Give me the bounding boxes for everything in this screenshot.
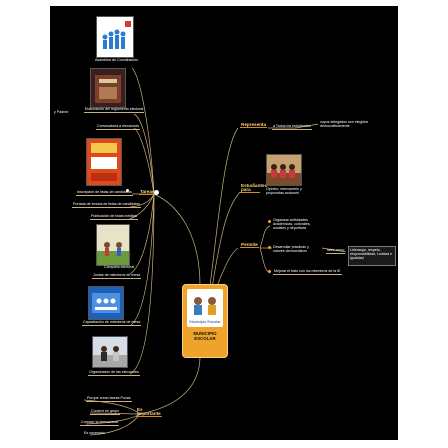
bullet-icon (268, 246, 272, 250)
permite-values: Liderazgo, respeto, responsabilidad, Lea… (350, 248, 392, 261)
tareas-item-8: Campaña electoral (104, 265, 135, 269)
tareas-item-10: Capacitación de miembros de mesa (82, 320, 142, 326)
representa-item-1: a Todos los estudiantes (272, 124, 312, 130)
tareas-item-11: Organización de las elecciones (88, 370, 140, 376)
link-t6 (129, 193, 155, 220)
thumbnail-reglamento (90, 68, 126, 108)
permite-values-box: Liderazgo, respeto, responsabilidad, Lea… (348, 246, 396, 266)
link-e2 (89, 412, 141, 415)
collapse-dot-icon[interactable] (154, 190, 159, 195)
expand-dot-icon[interactable] (126, 189, 129, 192)
thumbnail-campana (96, 224, 130, 266)
central-image-label: Municipio Escolar (189, 319, 221, 324)
link-p4 (321, 247, 347, 253)
link-es-importante (139, 355, 201, 415)
main-node-representa[interactable]: Representa (240, 122, 268, 129)
bullet-icon (268, 220, 272, 224)
link-t8 (129, 193, 155, 327)
thumbnail-capacitacion (88, 286, 124, 320)
permite-item-1: Organizar actividades académicas, cultur… (273, 218, 311, 231)
tareas-item-7: Publicación de listas inéditas (90, 214, 138, 220)
thumbnail-convocatoria (86, 138, 122, 186)
main-node-estudiantes[interactable]: Estudiantes para (240, 183, 268, 194)
importante-item-3: Conocer la democracia (80, 420, 119, 426)
mind-map-canvas: Asamblea de Coordinación Elaboración del… (50, 6, 398, 440)
importante-item-2: Convivir en grupo (90, 409, 121, 415)
bullet-icon (268, 270, 272, 274)
main-node-tareas[interactable]: Tareas (139, 189, 156, 196)
central-title: MUNICIPIO ESCOLAR (193, 331, 217, 341)
estudiantes-caption: Opinión, intercambio y propuestas accion… (266, 187, 302, 196)
link-t2 (133, 113, 155, 195)
permite-sub-label: tales como (326, 248, 346, 254)
central-topic[interactable]: Municipio Escolar MUNICIPIO ESCOLAR (182, 284, 228, 358)
link-estudiantes (211, 191, 241, 289)
tareas-item-5: Inscripción de listas de candidatos (76, 190, 133, 196)
permite-item-2: Desarrollar prácticas y valores democrát… (273, 245, 309, 254)
link-t9 (129, 193, 155, 375)
main-node-permite[interactable]: Permite (240, 242, 259, 249)
importante-item-4: Es necesario (84, 431, 105, 435)
permite-item-3: Mejorar el trato con los miembros de la … (273, 269, 342, 275)
link-r1 (268, 123, 319, 129)
link-representa (209, 127, 239, 287)
tareas-item-4: Convocatoria a elecciones (96, 124, 141, 130)
link-tareas (153, 193, 201, 287)
link-e3 (85, 413, 141, 425)
link-t7 (129, 193, 155, 275)
tareas-item-9: Juntas de miembros de mesa (92, 273, 142, 279)
central-image: Municipio Escolar (187, 289, 223, 327)
connector-lines (83, 67, 347, 436)
tareas-item-1: Asamblea de Coordinación (95, 58, 139, 62)
tareas-item-3: y Padrón (54, 110, 69, 114)
thumbnail-organizacion (92, 336, 128, 368)
link-t3 (133, 127, 155, 195)
link-t1 (131, 67, 155, 195)
thumbnail-estudiantes (266, 154, 302, 186)
representa-item-2: cuyos delegados son elegidos democrática… (320, 120, 369, 129)
link-p1 (259, 225, 271, 249)
importante-item-1: Porque crean tareas Pocas (86, 396, 132, 402)
tareas-item-6: Portada de fondos de listas de candidato… (72, 202, 141, 208)
tareas-item-2: Elaboración del reglamento electoral (84, 107, 145, 113)
link-e1 (83, 399, 141, 415)
thumbnail-asamblea (96, 16, 134, 58)
main-node-es-importante[interactable]: Es importante (136, 407, 162, 418)
